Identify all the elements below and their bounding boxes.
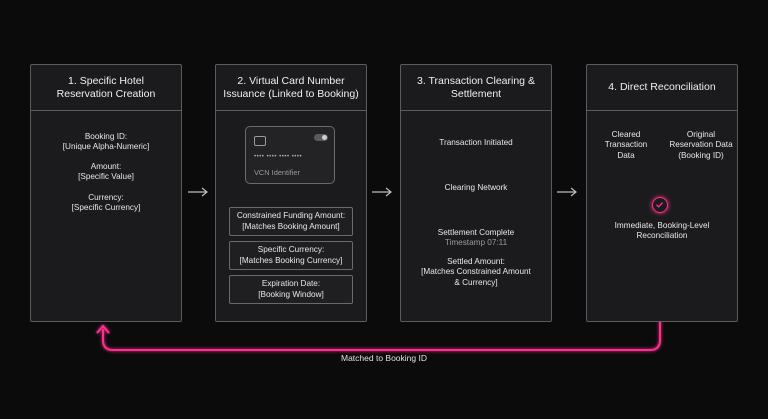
booking-level-reconciliation: Immediate, Booking-Level Reconciliation	[614, 221, 710, 241]
card-chip-icon	[254, 136, 266, 146]
clearing-network: Clearing Network	[444, 183, 508, 192]
loop-line	[102, 252, 661, 351]
loop-arrowhead	[96, 324, 110, 334]
booking-id-field: Booking ID:[Unique Alpha-Numeric]	[62, 132, 150, 152]
step3-title: 3. Transaction Clearing &Settlement	[401, 65, 551, 111]
settlement-timestamp: Timestamp 07:11	[444, 238, 508, 248]
step4-panel: 4. Direct Reconciliation	[586, 64, 738, 322]
arrow-step3-step4	[557, 187, 577, 197]
matched-booking-id-label: Matched to Booking ID	[341, 353, 427, 363]
checkmark-icon	[652, 197, 668, 213]
vcn-identifier-label: VCN Identifier	[254, 168, 301, 177]
constrained-funding-box: Constrained Funding Amount:[Matches Book…	[229, 207, 353, 236]
step3-panel: 3. Transaction Clearing &Settlement	[400, 64, 552, 322]
card-number: •••• •••• •••• ••••	[254, 154, 303, 160]
step4-title: 4. Direct Reconciliation	[587, 65, 737, 111]
cleared-transaction-data: Cleared Transaction Data	[604, 130, 648, 160]
arrow-step2-step3	[372, 187, 392, 197]
arrow-step1-step2	[188, 187, 208, 197]
amount-field: Amount:[Specific Value]	[78, 162, 134, 182]
currency-field: Currency:[Specific Currency]	[71, 193, 141, 213]
original-reservation-data: Original Reservation Data (Booking ID)	[669, 130, 733, 160]
specific-currency-box: Specific Currency:[Matches Booking Curre…	[229, 241, 353, 270]
expiration-date-box: Expiration Date:[Booking Window]	[229, 275, 353, 304]
booking-id-loop	[96, 252, 661, 351]
card-toggle-icon	[314, 134, 328, 141]
settlement-complete: Settlement Complete Timestamp 07:11	[400, 228, 552, 249]
virtual-card: •••• •••• •••• •••• VCN Identifier	[245, 126, 335, 184]
step-arrows	[188, 187, 577, 197]
transaction-initiated: Transaction Initiated	[439, 138, 513, 147]
settled-amount: Settled Amount: [Matches Constrained Amo…	[421, 257, 531, 287]
